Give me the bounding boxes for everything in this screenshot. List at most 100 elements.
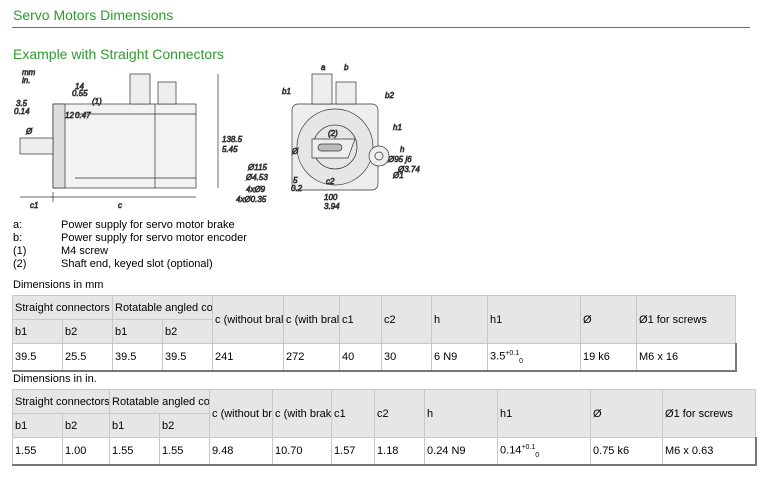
header-cell: Ø1 for screws: [662, 389, 757, 438]
table-cell: 1.55: [12, 437, 63, 466]
table-cell: 39.5: [161, 343, 214, 372]
label: h1: [393, 123, 402, 132]
subheader-cell: b1: [12, 413, 63, 438]
header-cell: Straight connectors: [12, 389, 110, 414]
label: Ø1: [392, 171, 404, 180]
table-cell: 0.14+0.10: [497, 437, 592, 466]
dimension-drawing: mm in. 14 0.55 (1) 3.5 0.14 12 0.47 138.…: [14, 63, 420, 212]
header-cell: Ø: [580, 295, 638, 344]
table-cell: 30: [381, 343, 433, 372]
label: c: [118, 201, 122, 210]
label: 0.14: [14, 107, 30, 116]
label: Ø: [291, 147, 299, 156]
table-caption-in: Dimensions in in.: [13, 373, 97, 385]
label: 0.2: [291, 184, 303, 193]
label: 4xØ9: [246, 185, 266, 194]
table-cell: 1.55: [158, 437, 211, 466]
subheader-cell: b2: [161, 319, 214, 344]
subheader-cell: b2: [158, 413, 211, 438]
header-cell: Straight connectors: [12, 295, 113, 320]
label: Ø95 j6: [387, 155, 412, 164]
label: (1): [92, 97, 102, 106]
table-cell: 0.24 N9: [424, 437, 499, 466]
header-cell: c (without bra: [209, 389, 274, 438]
header-cell: h: [424, 389, 499, 438]
table-cell: 39.5: [112, 343, 163, 372]
header-cell: Rotatable angled co: [108, 389, 211, 414]
label: b: [344, 63, 349, 72]
header-cell: Ø: [590, 389, 664, 438]
page-title: Servo Motors Dimensions: [13, 7, 174, 23]
table-cell: 241: [212, 343, 285, 372]
header-cell: c2: [381, 295, 433, 344]
label: h: [400, 145, 405, 154]
label: 12: [65, 111, 74, 120]
subheader-cell: b1: [109, 413, 160, 438]
label: 0.55: [72, 89, 88, 98]
header-cell: c (without bral: [212, 295, 285, 344]
label: Ø3.74 j6: [397, 165, 420, 174]
subheader-cell: b1: [112, 319, 163, 344]
header-cell: c1: [331, 389, 376, 438]
header-cell: c (with bral: [283, 295, 341, 344]
header-cell: Rotatable angled co: [111, 295, 214, 320]
motor-body-side: [52, 103, 197, 189]
legend-item: (2)Shaft end, keyed slot (optional): [13, 258, 213, 270]
table-cell: M6 x 16: [636, 343, 737, 372]
label: Ø4.53: [245, 173, 268, 182]
legend-item: a:Power supply for servo motor brake: [13, 219, 235, 231]
title-divider: [12, 27, 750, 28]
header-cell: c2: [374, 389, 426, 438]
label: 14: [75, 82, 84, 91]
label: a: [321, 63, 326, 72]
label: 5.45: [222, 145, 238, 154]
table-cell: 1.57: [331, 437, 376, 466]
label: c1: [30, 201, 38, 210]
shaft-detail-drawing: (2) Ø 5 0.2 c2 h1 h Ø1: [291, 123, 406, 194]
subheader-cell: b1: [12, 319, 63, 344]
subheader-cell: b2: [62, 413, 110, 438]
table-cell: 0.75 k6: [590, 437, 664, 466]
label: b2: [385, 91, 394, 100]
section-title: Example with Straight Connectors: [13, 46, 224, 62]
table-cell: 272: [283, 343, 341, 372]
table-cell: 6 N9: [431, 343, 489, 372]
header-cell: h1: [487, 295, 582, 344]
legend-item: (1)M4 screw: [13, 245, 109, 257]
subheader-cell: b2: [62, 319, 113, 344]
legend-item: b:Power supply for servo motor encoder: [13, 232, 247, 244]
label: 5: [293, 176, 298, 185]
header-cell: h1: [497, 389, 592, 438]
table-cell: M6 x 0.63: [662, 437, 757, 466]
label: mm: [22, 68, 36, 77]
table-cell: 1.00: [62, 437, 110, 466]
table-cell: 39.5: [12, 343, 63, 372]
table-caption-mm: Dimensions in mm: [13, 279, 104, 291]
label: 4xØ0.35: [236, 195, 267, 204]
label: Ø115: [247, 163, 268, 172]
table-cell: 1.55: [109, 437, 160, 466]
label: b1: [282, 87, 291, 96]
table-cell: 10.70: [272, 437, 333, 466]
shaft-side: [19, 137, 54, 155]
label: c2: [326, 177, 335, 186]
label: 3.5: [16, 99, 28, 108]
label: 100: [324, 193, 338, 202]
label: in.: [22, 76, 30, 85]
legend: a:Power supply for servo motor brake b:P…: [13, 219, 247, 271]
label: 3.94: [324, 202, 340, 211]
header-cell: h: [431, 295, 489, 344]
label: Ø: [25, 127, 33, 136]
label: 0.47: [75, 111, 91, 120]
header-cell: c1: [339, 295, 383, 344]
label: (2): [328, 129, 338, 138]
header-cell: Ø1 for screws: [636, 295, 737, 344]
header-cell: c (with brak: [272, 389, 333, 438]
table-cell: 1.18: [374, 437, 426, 466]
table-cell: 40: [339, 343, 383, 372]
table-cell: 9.48: [209, 437, 274, 466]
